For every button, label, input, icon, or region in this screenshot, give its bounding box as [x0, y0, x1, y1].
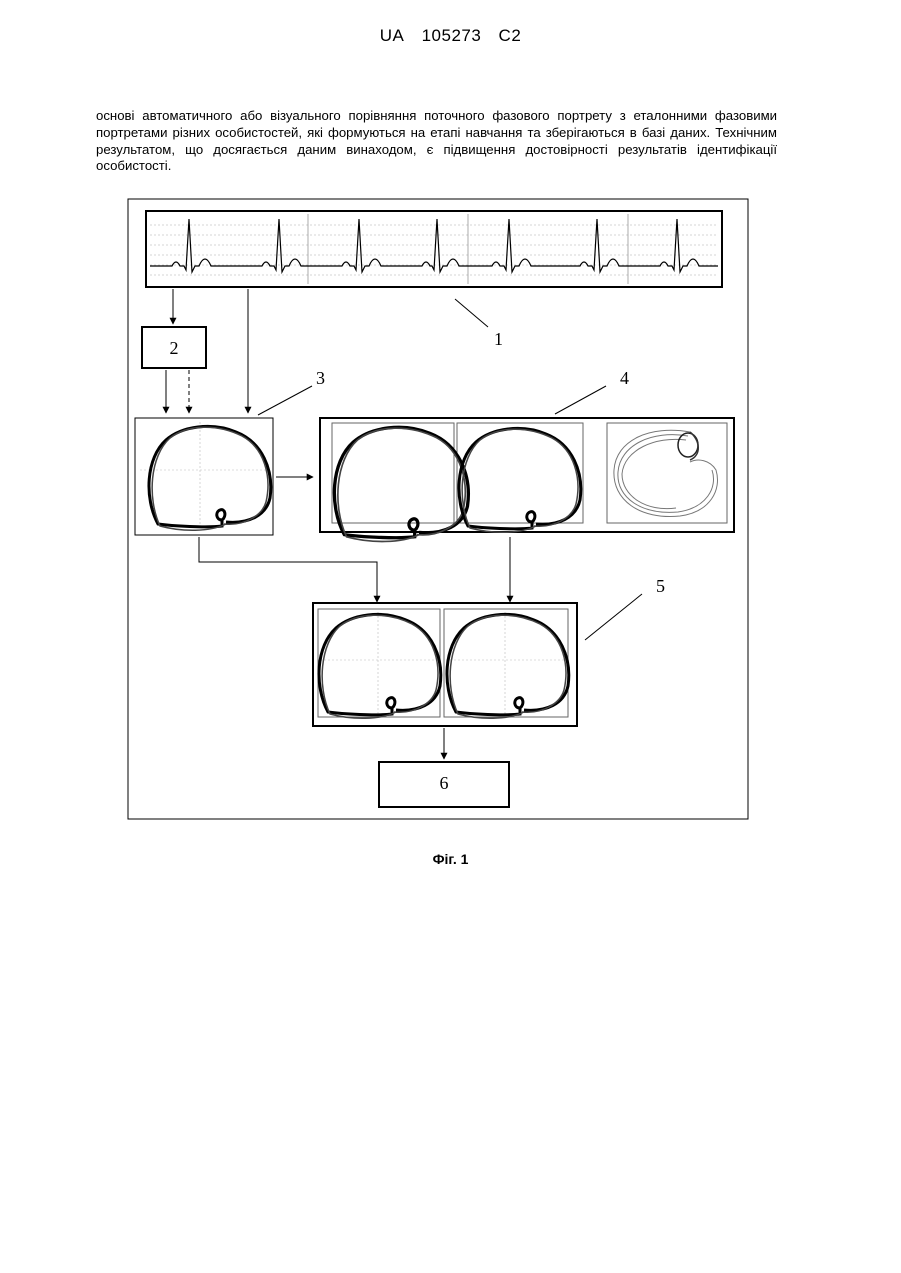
block-4-reference-portraits: [320, 418, 734, 542]
label-6: 6: [440, 773, 449, 793]
label-2: 2: [170, 338, 179, 358]
label-1: 1: [494, 329, 503, 349]
block-6: 6: [379, 762, 509, 807]
block-5-comparison: [313, 603, 577, 726]
block-3-current-portrait: [135, 418, 273, 535]
block-2: 2: [142, 327, 206, 368]
label-3: 3: [316, 368, 325, 388]
figure-caption: Фіг. 1: [0, 851, 901, 867]
ecg-strip: [146, 211, 722, 287]
label-4: 4: [620, 368, 629, 388]
label-5: 5: [656, 576, 665, 596]
